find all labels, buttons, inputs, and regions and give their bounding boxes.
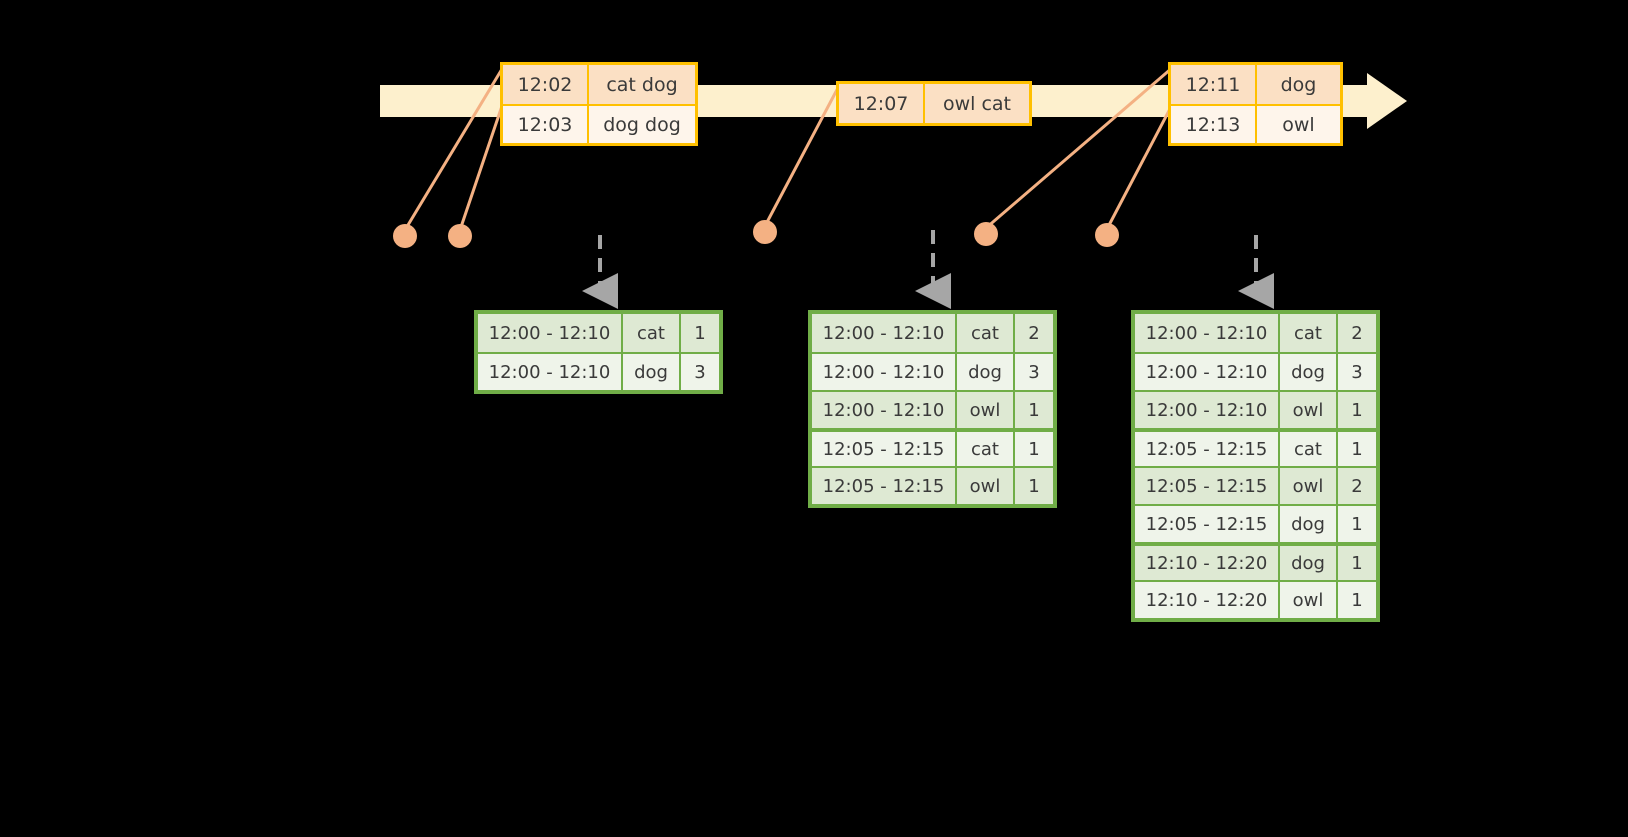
count-cell: 3 — [1015, 354, 1053, 390]
window-cell: 12:10 - 12:20 — [1135, 582, 1280, 618]
event-time: 12:11 — [1171, 65, 1257, 104]
key-cell: dog — [1280, 354, 1338, 390]
event-row: 12:13 owl — [1171, 104, 1340, 143]
key-cell: owl — [1280, 582, 1338, 618]
event-text: cat dog — [589, 65, 695, 104]
window-cell: 12:00 - 12:10 — [812, 314, 957, 352]
event-text: dog dog — [589, 106, 695, 143]
key-cell: owl — [1280, 392, 1338, 428]
window-cell: 12:00 - 12:10 — [1135, 392, 1280, 428]
event-text: dog — [1257, 65, 1340, 104]
event-time: 12:07 — [839, 84, 925, 123]
count-cell: 1 — [1015, 468, 1053, 504]
count-cell: 1 — [1338, 392, 1376, 428]
window-cell: 12:05 - 12:15 — [812, 468, 957, 504]
count-cell: 2 — [1338, 314, 1376, 352]
count-cell: 1 — [681, 314, 719, 352]
connector-5 — [1105, 104, 1174, 230]
event-dot-5 — [1095, 223, 1119, 247]
event-dot-2 — [448, 224, 472, 248]
window-cell: 12:05 - 12:15 — [1135, 468, 1280, 504]
key-cell: dog — [623, 354, 681, 390]
count-cell: 1 — [1338, 546, 1376, 580]
key-cell: owl — [957, 468, 1015, 504]
event-row: 12:11 dog — [1171, 65, 1340, 104]
count-cell: 1 — [1015, 392, 1053, 428]
window-cell: 12:00 - 12:10 — [478, 314, 623, 352]
key-cell: cat — [1280, 432, 1338, 466]
emit-dashed-arrows — [582, 230, 1274, 309]
event-row: 12:03 dog dog — [503, 104, 695, 143]
window-cell: 12:00 - 12:10 — [1135, 314, 1280, 352]
window-cell: 12:05 - 12:15 — [812, 432, 957, 466]
key-cell: dog — [1280, 506, 1338, 542]
window-cell: 12:00 - 12:10 — [812, 392, 957, 428]
count-cell: 2 — [1015, 314, 1053, 352]
count-cell: 3 — [681, 354, 719, 390]
window-cell: 12:00 - 12:10 — [812, 354, 957, 390]
event-time: 12:13 — [1171, 106, 1257, 143]
count-cell: 1 — [1338, 582, 1376, 618]
key-cell: owl — [1280, 468, 1338, 504]
event-time: 12:02 — [503, 65, 589, 104]
window-cell: 12:05 - 12:15 — [1135, 506, 1280, 542]
key-cell: cat — [1280, 314, 1338, 352]
count-cell: 1 — [1338, 432, 1376, 466]
count-cell: 1 — [1338, 506, 1376, 542]
event-dot-4 — [974, 222, 998, 246]
count-cell: 1 — [1015, 432, 1053, 466]
event-dot-1 — [393, 224, 417, 248]
key-cell: dog — [1280, 546, 1338, 580]
window-cell: 12:00 - 12:10 — [1135, 354, 1280, 390]
event-box-2[interactable]: 12:07 owl cat — [836, 81, 1032, 126]
event-dot-3 — [753, 220, 777, 244]
key-cell: cat — [957, 314, 1015, 352]
event-text: owl cat — [925, 84, 1029, 123]
key-cell: cat — [957, 432, 1015, 466]
event-row: 12:02 cat dog — [503, 65, 695, 104]
count-cell: 2 — [1338, 468, 1376, 504]
event-row: 12:07 owl cat — [839, 84, 1029, 123]
event-time: 12:03 — [503, 106, 589, 143]
window-cell: 12:00 - 12:10 — [478, 354, 623, 390]
window-cell: 12:10 - 12:20 — [1135, 546, 1280, 580]
key-cell: dog — [957, 354, 1015, 390]
timeline-arrow-head-icon — [1367, 73, 1407, 129]
key-cell: cat — [623, 314, 681, 352]
key-cell: owl — [957, 392, 1015, 428]
window-cell: 12:05 - 12:15 — [1135, 432, 1280, 466]
event-text: owl — [1257, 106, 1340, 143]
event-box-3[interactable]: 12:11 dog 12:13 owl — [1168, 62, 1343, 146]
count-cell: 3 — [1338, 354, 1376, 390]
connector-2 — [458, 99, 506, 231]
event-box-1[interactable]: 12:02 cat dog 12:03 dog dog — [500, 62, 698, 146]
